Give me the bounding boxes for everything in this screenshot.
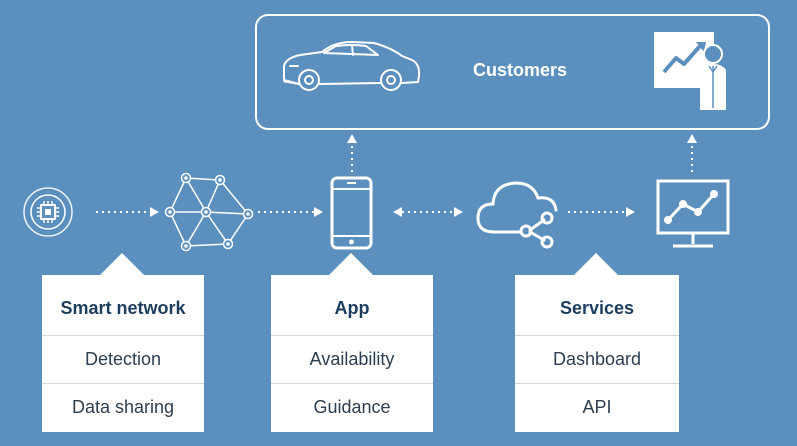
- card-pointer: [574, 253, 618, 275]
- chip-icon: [23, 187, 73, 237]
- monitor-chart-icon: [656, 179, 730, 248]
- presenter-icon: [654, 32, 726, 110]
- card-row: Data sharing: [71, 397, 175, 417]
- arrow-app-to-customers: [347, 134, 357, 172]
- arrow-cloud-to-services: [568, 207, 635, 217]
- customers-label: Customers: [472, 60, 568, 80]
- card-row: Availability: [271, 336, 433, 384]
- card-title: Smart network: [42, 275, 204, 336]
- card-row: Guidance: [313, 397, 391, 417]
- cloud-share-icon: [476, 181, 558, 249]
- arrow-services-to-customers: [687, 134, 697, 172]
- arrow-network-to-app: [258, 207, 323, 217]
- services-card: Services Dashboard API: [515, 253, 679, 432]
- arrow-app-cloud-bidirectional: [393, 207, 463, 217]
- card-title: App: [271, 275, 433, 336]
- network-icon: [164, 172, 254, 252]
- smartphone-icon: [330, 176, 373, 250]
- card-row: Dashboard: [515, 336, 679, 384]
- card-pointer: [100, 253, 144, 275]
- card-row: API: [582, 397, 612, 417]
- card-pointer: [329, 253, 373, 275]
- car-icon: [283, 41, 421, 91]
- smart-network-card: Smart network Detection Data sharing: [42, 253, 204, 432]
- arrow-chip-to-network: [96, 207, 159, 217]
- card-title: Services: [515, 275, 679, 336]
- customers-box: [255, 14, 770, 130]
- card-row: Detection: [42, 336, 204, 384]
- app-card: App Availability Guidance: [271, 253, 433, 432]
